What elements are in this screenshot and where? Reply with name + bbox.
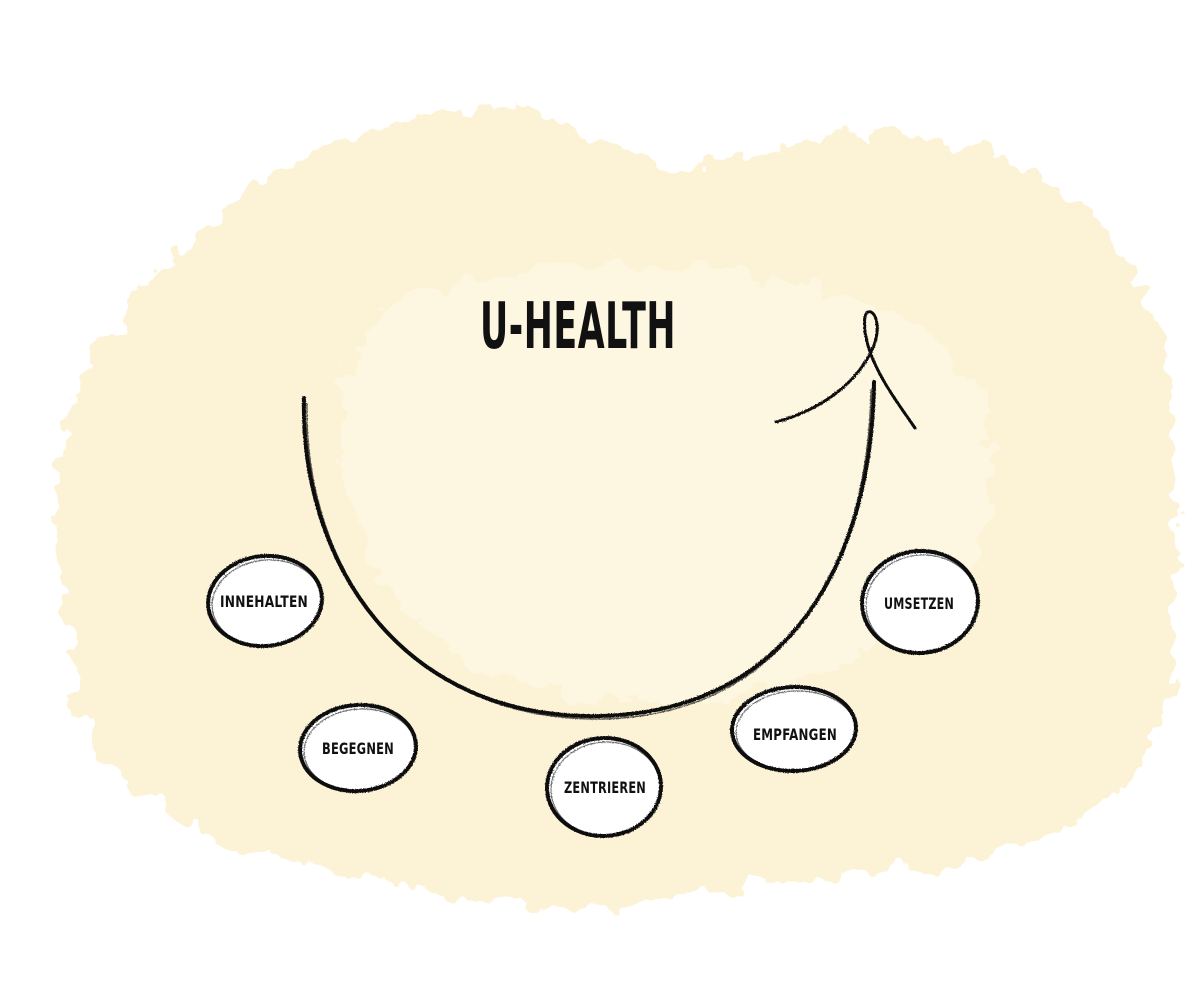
u-curve-arrow bbox=[301, 310, 917, 720]
u-curve bbox=[301, 380, 876, 719]
wash-highlight bbox=[339, 266, 996, 702]
stage-label: INNEHALTEN bbox=[220, 592, 308, 611]
stage-label: UMSETZEN bbox=[884, 594, 954, 613]
arrow-head-icon bbox=[774, 310, 917, 430]
stage-label: EMPFANGEN bbox=[753, 725, 837, 744]
stage-empfangen: EMPFANGEN bbox=[730, 684, 858, 774]
stage-begegnen: BEGEGNEN bbox=[298, 702, 418, 794]
stage-zentrieren: ZENTRIEREN bbox=[545, 735, 663, 839]
stage-innehalten: INNEHALTEN bbox=[206, 553, 324, 649]
stage-label: BEGEGNEN bbox=[322, 739, 394, 758]
stage-label: ZENTRIEREN bbox=[564, 778, 646, 797]
u-curve-echo bbox=[306, 389, 872, 720]
page-title: U-HEALTH bbox=[480, 290, 676, 364]
stage-umsetzen: UMSETZEN bbox=[860, 548, 980, 656]
